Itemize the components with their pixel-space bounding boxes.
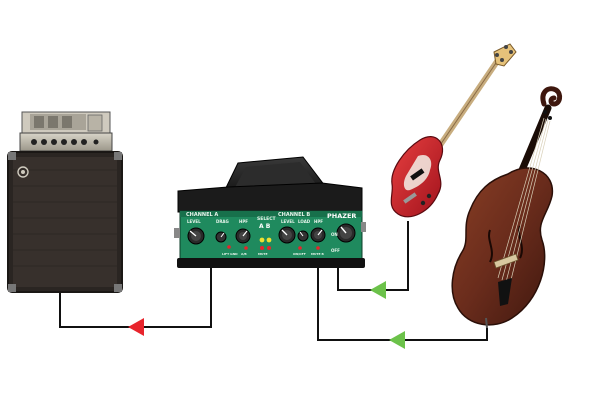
level-a-knob[interactable]: [187, 227, 205, 245]
level-a-label: LEVEL: [187, 219, 201, 224]
channel-b-label: CHANNEL B: [278, 212, 310, 218]
select-ab-label: A B: [259, 223, 271, 230]
hpf-a-knob[interactable]: [235, 228, 251, 244]
input-arrow-icon-upright: [389, 331, 405, 349]
led-row: [227, 237, 320, 250]
master-knob[interactable]: [336, 223, 356, 243]
hpf-b-knob[interactable]: [310, 227, 326, 243]
di-box-icon: CHANNEL A CHANNEL B PHAZER SELECT A B LE…: [174, 156, 366, 268]
bass-amp-icon: [7, 111, 123, 293]
led-mute-b-label: MUTE B: [311, 252, 325, 256]
brand-label: PHAZER: [327, 212, 356, 220]
level-b-label: LEVEL: [281, 219, 295, 224]
led-ab-label: A/B: [241, 252, 247, 256]
on-label: ON: [331, 232, 338, 237]
off-label: OFF: [331, 248, 340, 253]
hpf-a-label: HPF: [239, 219, 248, 224]
level-b-knob[interactable]: [278, 226, 296, 244]
led-on-off-label: ON/OFF: [293, 252, 306, 256]
input-arrow-icon-bass: [370, 281, 386, 299]
drag-knob[interactable]: [215, 231, 227, 243]
select-label: SELECT: [257, 216, 277, 222]
drag-label: DRAG: [216, 219, 229, 224]
output-arrow-icon: [128, 318, 144, 336]
load-knob[interactable]: [297, 230, 309, 242]
channel-a-label: CHANNEL A: [186, 212, 218, 218]
led-mute-label: MUTE: [258, 252, 268, 256]
load-label: LOAD: [298, 219, 311, 224]
upright-bass-icon: [451, 86, 563, 329]
hpf-b-label: HPF: [314, 219, 323, 224]
electric-bass-icon: [390, 43, 517, 218]
led-lift-gnd-label: LIFT GND: [222, 252, 238, 256]
